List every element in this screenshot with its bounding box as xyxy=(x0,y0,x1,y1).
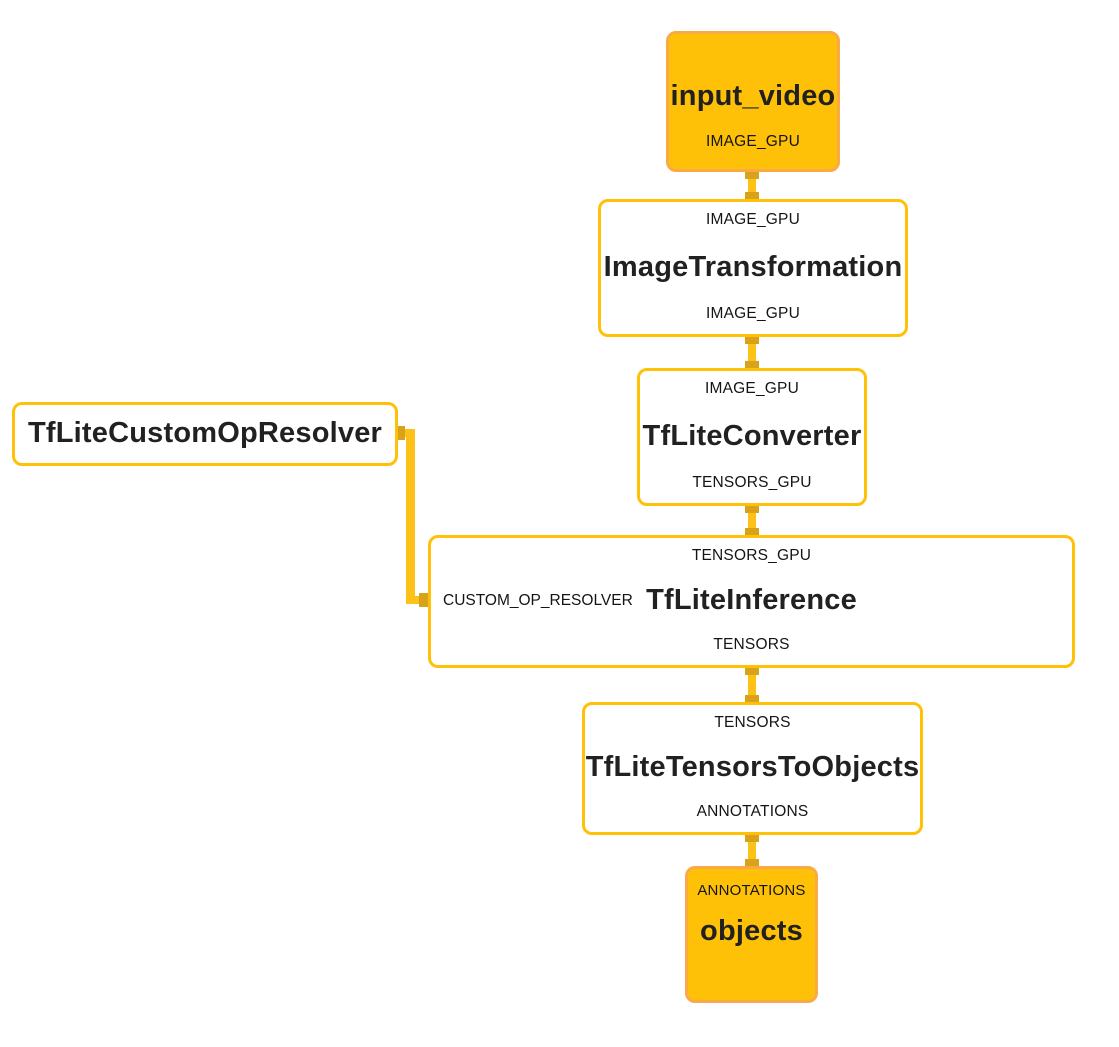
input-stream-label: TENSORS_GPU xyxy=(691,547,812,564)
node-tflite-converter[interactable]: IMAGE_GPU TfLiteConverter TENSORS_GPU xyxy=(637,368,867,506)
edge-custom-op-resolver-stub-in xyxy=(406,596,428,604)
node-tflite-tensors-to-objects[interactable]: TENSORS TfLiteTensorsToObjects ANNOTATIO… xyxy=(582,702,923,835)
node-title: objects xyxy=(700,915,803,947)
node-tflite-inference[interactable]: TENSORS_GPU CUSTOM_OP_RESOLVER TfLiteInf… xyxy=(428,535,1075,668)
edge-image-transformation-to-tflite-converter xyxy=(748,337,756,369)
node-title: TfLiteConverter xyxy=(642,419,862,452)
node-title: TfLiteInference xyxy=(646,584,857,617)
output-stream-label: ANNOTATIONS xyxy=(696,803,809,821)
input-stream-label: ANNOTATIONS xyxy=(697,882,806,899)
input-stream-label: TENSORS xyxy=(714,714,791,731)
edge-tflite-converter-to-tflite-inference xyxy=(748,506,756,536)
node-title: ImageTransformation xyxy=(603,250,903,283)
edge-input-video-to-image-transformation xyxy=(748,172,756,200)
edge-tflite-inference-to-tflite-tensors-to-objects xyxy=(748,668,756,703)
node-image-transformation[interactable]: IMAGE_GPU ImageTransformation IMAGE_GPU xyxy=(598,199,908,337)
node-input-video[interactable]: input_video IMAGE_GPU xyxy=(666,31,840,172)
node-middle-row: CUSTOM_OP_RESOLVER TfLiteInference xyxy=(441,566,1062,637)
output-stream-label: IMAGE_GPU xyxy=(706,133,800,151)
input-stream-label: IMAGE_GPU xyxy=(706,211,800,228)
node-title: TfLiteCustomOpResolver xyxy=(27,416,383,449)
edge-tflite-tensors-to-objects-to-objects xyxy=(748,835,756,867)
node-objects[interactable]: ANNOTATIONS objects xyxy=(685,866,818,1003)
node-title: input_video xyxy=(670,79,836,112)
node-tflite-custom-op-resolver[interactable]: TfLiteCustomOpResolver xyxy=(12,402,398,466)
output-stream-label: IMAGE_GPU xyxy=(706,305,800,323)
output-stream-label: TENSORS xyxy=(713,636,790,654)
side-input-label: CUSTOM_OP_RESOLVER xyxy=(443,592,633,609)
node-title: TfLiteTensorsToObjects xyxy=(585,751,920,784)
output-stream-label: TENSORS_GPU xyxy=(692,474,812,492)
input-stream-label: IMAGE_GPU xyxy=(705,380,799,397)
edge-custom-op-resolver-vertical xyxy=(406,429,415,604)
